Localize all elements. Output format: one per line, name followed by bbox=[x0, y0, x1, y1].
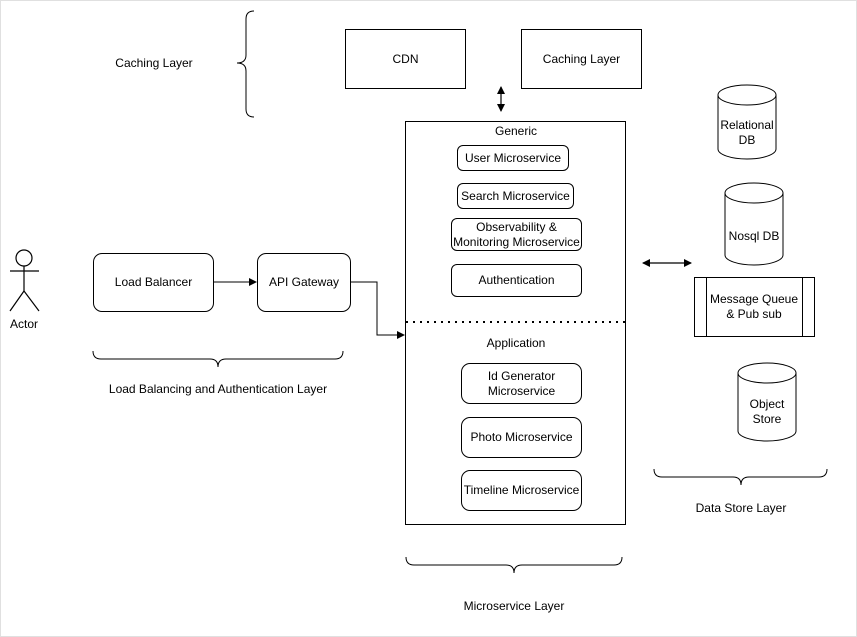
microservice-layer-label: Microservice Layer bbox=[463, 599, 565, 613]
api-gateway-node[interactable]: API Gateway bbox=[257, 253, 351, 312]
data-store-layer-label: Data Store Layer bbox=[695, 501, 787, 515]
caching-layer-node[interactable]: Caching Layer bbox=[521, 29, 642, 89]
relational-db-label: Relational DB bbox=[720, 118, 774, 147]
generic-section-title: Generic bbox=[494, 124, 538, 138]
photo-microservice-node[interactable]: Photo Microservice bbox=[461, 417, 582, 458]
caching-layer-brace bbox=[236, 10, 255, 118]
cdn-node[interactable]: CDN bbox=[345, 29, 466, 89]
relational-db-cylinder bbox=[717, 84, 777, 160]
timeline-microservice-node[interactable]: Timeline Microservice bbox=[461, 470, 582, 511]
microservice-container bbox=[405, 121, 626, 525]
load-balancer-node[interactable]: Load Balancer bbox=[93, 253, 214, 312]
object-store-label: Object Store bbox=[749, 397, 785, 426]
arrow-gateway-to-microservices bbox=[351, 281, 405, 339]
nosql-db-label: Nosql DB bbox=[728, 228, 780, 243]
search-microservice-node[interactable]: Search Microservice bbox=[457, 183, 574, 209]
actor-figure bbox=[9, 249, 40, 312]
object-store-cylinder bbox=[737, 362, 797, 442]
nosql-db-cylinder bbox=[724, 182, 784, 266]
actor-label: Actor bbox=[9, 317, 38, 331]
data-store-layer-brace bbox=[653, 468, 828, 486]
application-section-title: Application bbox=[486, 336, 546, 350]
message-queue-label: Message Queue & Pub sub bbox=[709, 292, 799, 321]
caching-layer-label: Caching Layer bbox=[115, 56, 193, 70]
load-balancing-brace bbox=[92, 350, 344, 368]
microservice-layer-brace bbox=[405, 556, 623, 574]
message-queue-box bbox=[694, 277, 815, 337]
id-generator-microservice-node[interactable]: Id Generator Microservice bbox=[461, 363, 582, 404]
authentication-node[interactable]: Authentication bbox=[451, 264, 582, 297]
load-balancing-layer-label: Load Balancing and Authentication Layer bbox=[108, 382, 328, 396]
user-microservice-node[interactable]: User Microservice bbox=[457, 145, 569, 171]
observability-microservice-node[interactable]: Observability & Monitoring Microservice bbox=[451, 218, 582, 251]
